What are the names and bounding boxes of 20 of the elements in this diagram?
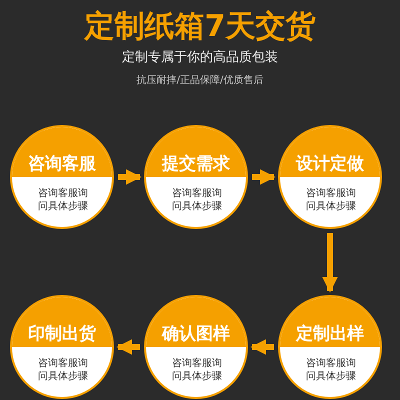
step-title: 印制出货 (27, 323, 97, 345)
title: 定制纸箱7天交货 (83, 8, 316, 46)
step-description: 咨询客服询问具体步骤 (37, 357, 89, 383)
step-title: 咨询客服 (27, 153, 97, 175)
step-description: 咨询客服询问具体步骤 (305, 187, 357, 213)
step-description: 咨询客服询问具体步骤 (171, 357, 223, 383)
step-title: 提交需求 (160, 153, 231, 175)
step-title: 定制出样 (294, 323, 365, 345)
arrow (116, 339, 140, 355)
arrow (250, 339, 274, 355)
arrow (118, 169, 142, 185)
tagline: 抗压耐摔/正品保障/优质售后 (136, 74, 264, 87)
step-title: 设计定做 (294, 153, 365, 175)
subtitle: 定制专属于你的高品质包装 (121, 49, 279, 66)
step-description: 咨询客服询问具体步骤 (171, 187, 223, 213)
arrow (252, 169, 276, 185)
step-title: 确认图样 (160, 323, 231, 345)
arrow (322, 233, 338, 293)
step-description: 咨询客服询问具体步骤 (305, 357, 357, 383)
step-description: 咨询客服询问具体步骤 (37, 187, 89, 213)
